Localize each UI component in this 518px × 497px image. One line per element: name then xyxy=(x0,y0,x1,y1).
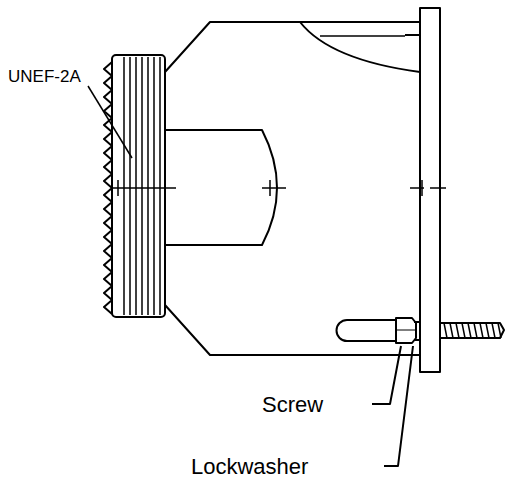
body-shell xyxy=(165,22,420,355)
thread-groove xyxy=(135,57,137,315)
inner-surface xyxy=(300,22,420,72)
part-label: Screw xyxy=(262,394,323,416)
screw-thread-body xyxy=(440,323,504,338)
coupling-ring xyxy=(112,55,165,317)
lockwasher xyxy=(414,322,420,340)
part-label: UNEF-2A xyxy=(8,68,81,85)
thread-grooves xyxy=(124,57,160,315)
thread-groove xyxy=(159,57,161,315)
knurling xyxy=(104,62,112,314)
screw-nut xyxy=(396,318,416,343)
mounting-flange xyxy=(420,8,440,372)
screw-shank xyxy=(337,320,397,341)
thread-groove xyxy=(129,57,131,315)
flange-step xyxy=(405,34,420,36)
insert-cylinder xyxy=(165,130,277,245)
inner-edge xyxy=(320,35,405,37)
center-line xyxy=(112,180,446,196)
thread-groove xyxy=(123,57,125,315)
thread-groove xyxy=(153,57,155,315)
leader-line xyxy=(384,346,413,466)
thread-groove xyxy=(147,57,149,315)
screw-thread xyxy=(444,323,501,338)
leader-line xyxy=(372,346,401,404)
nut-edge xyxy=(396,330,416,331)
thread-groove xyxy=(141,57,143,315)
part-label: Lockwasher xyxy=(191,456,308,478)
leader-line xyxy=(88,86,132,158)
